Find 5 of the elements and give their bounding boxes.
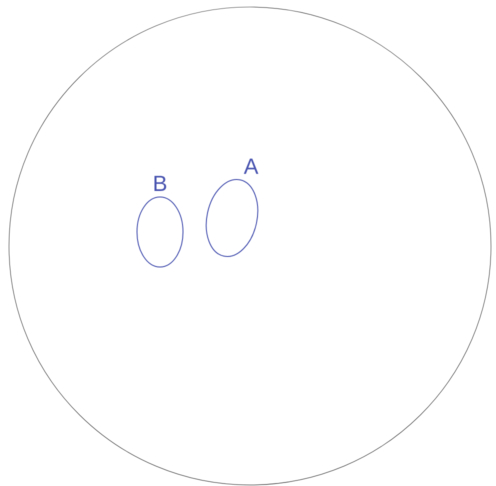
oval: B xyxy=(136,176,184,268)
node-label: A xyxy=(244,158,258,174)
oval: A xyxy=(206,158,258,257)
large-circle xyxy=(8,6,492,486)
node-label: B xyxy=(154,176,166,191)
